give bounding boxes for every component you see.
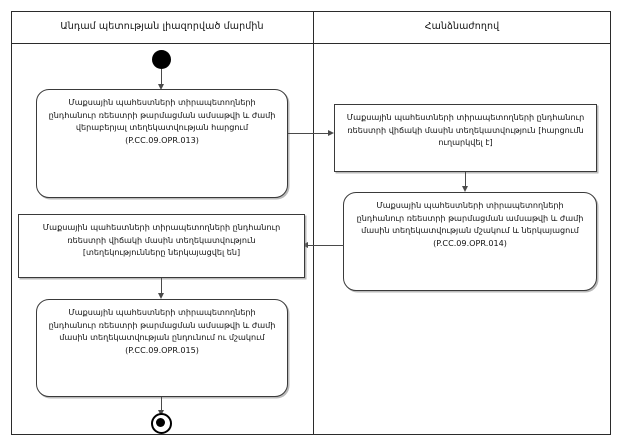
action-node-opr-015-text: Մաքսային պահեստների տիրապետողների ընդհան… [48, 307, 276, 355]
action-node-opr-013-text: Մաքսային պահեստների տիրապետողների ընդհան… [48, 97, 276, 145]
swimlane-title-member-state: Անդամ պետության լիազորված մարմին [60, 21, 264, 32]
edge-request-sent-to-opr014 [465, 172, 466, 188]
final-node [151, 413, 172, 434]
action-node-opr-013[interactable]: Մաքսային պահեստների տիրապետողների ընդհան… [36, 89, 288, 198]
action-node-opr-015[interactable]: Մաքսային պահեստների տիրապետողների ընդհան… [36, 299, 288, 397]
swimlane-vertical-divider [313, 11, 314, 435]
swimlane-title-commission: Հանձնաժողով [424, 21, 500, 32]
object-node-info-presented-text: Մաքսային պահեստների տիրապետողների ընդհան… [42, 222, 281, 258]
object-node-info-request-sent[interactable]: Մաքսային պահեստների տիրապետողների ընդհան… [334, 104, 597, 172]
arrowhead-opr014-to-info-presented [302, 241, 308, 248]
object-node-info-presented[interactable]: Մաքսային պահեստների տիրապետողների ընդհան… [18, 214, 305, 278]
edge-opr014-to-info-presented [308, 245, 344, 246]
action-node-opr-014[interactable]: Մաքսային պահեստների տիրապետողների ընդհան… [343, 192, 597, 291]
arrowhead-info-presented-to-opr015 [157, 293, 164, 299]
edge-opr015-to-end [161, 397, 162, 413]
arrowhead-request-sent-to-opr014 [461, 186, 468, 192]
arrowhead-opr013-to-request-sent [328, 129, 334, 136]
edge-start-to-opr013 [161, 69, 162, 87]
swimlane-header-divider [11, 43, 611, 44]
arrowhead-start-to-opr013 [157, 84, 164, 90]
object-node-info-request-sent-text: Մաքսային պահեստների տիրապետողների ընդհան… [346, 112, 585, 148]
edge-opr013-to-request-sent [288, 133, 330, 134]
edge-info-presented-to-opr015 [161, 278, 162, 295]
action-node-opr-014-text: Մաքսային պահեստների տիրապետողների ընդհան… [356, 200, 584, 248]
initial-node [152, 50, 171, 69]
